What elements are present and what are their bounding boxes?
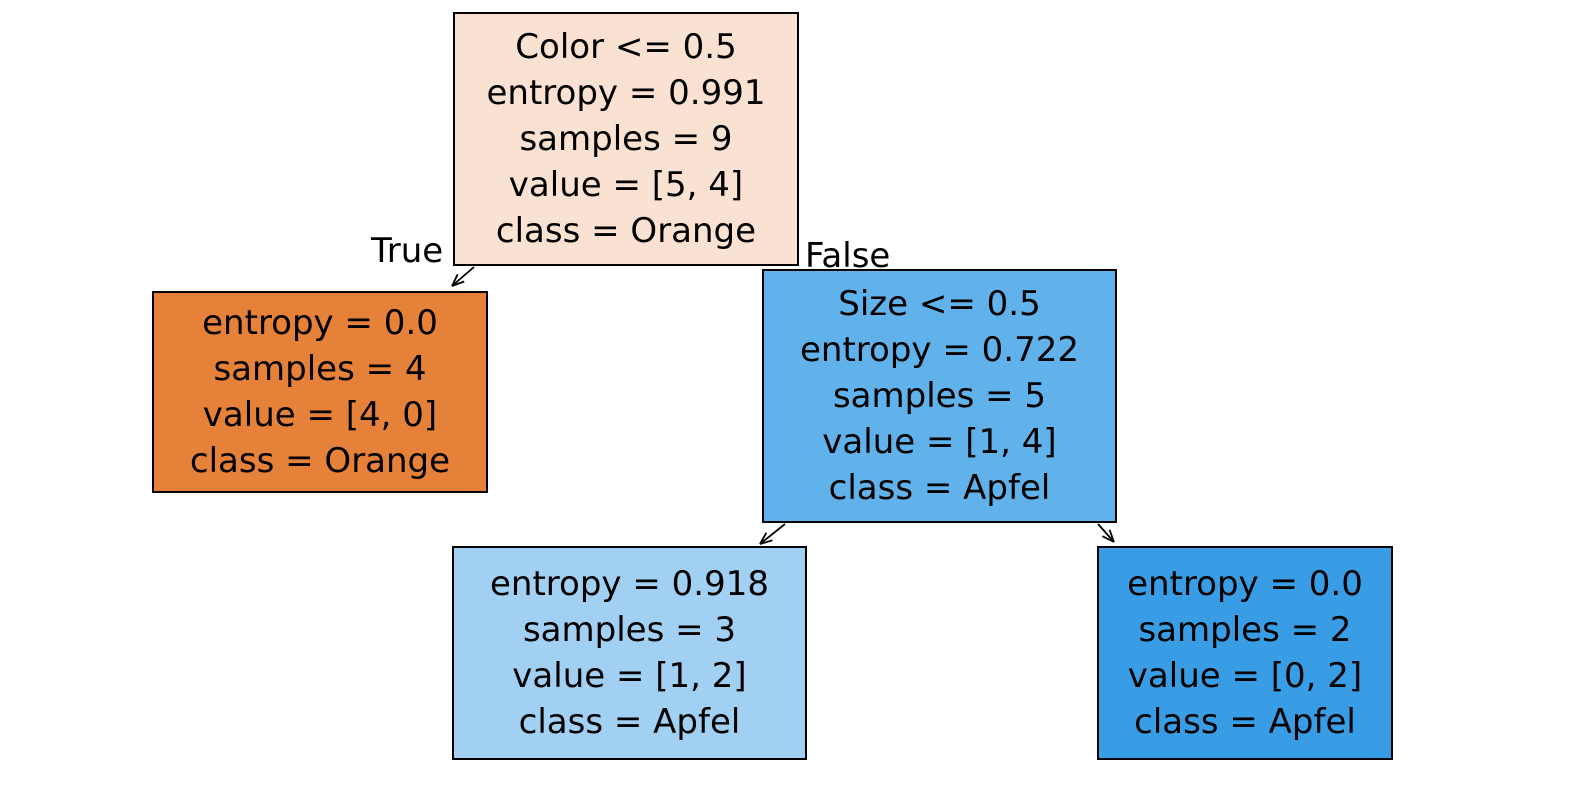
node-split-rule: Color <= 0.5 bbox=[515, 27, 737, 67]
node-samples: samples = 2 bbox=[1138, 610, 1352, 650]
node-entropy: entropy = 0.722 bbox=[800, 330, 1079, 370]
node-class: class = Orange bbox=[189, 441, 451, 481]
tree-node-root: Color <= 0.5 entropy = 0.991 samples = 9… bbox=[453, 12, 799, 266]
tree-node-right-left-leaf: entropy = 0.918 samples = 3 value = [1, … bbox=[452, 546, 807, 760]
node-samples: samples = 9 bbox=[519, 119, 733, 159]
node-value: value = [0, 2] bbox=[1127, 656, 1363, 696]
node-class: class = Apfel bbox=[1134, 702, 1356, 742]
node-samples: samples = 4 bbox=[213, 349, 427, 389]
node-samples: samples = 5 bbox=[832, 376, 1047, 416]
node-class: class = Apfel bbox=[518, 702, 741, 742]
tree-node-left-leaf: entropy = 0.0 samples = 4 value = [4, 0]… bbox=[152, 291, 488, 493]
tree-node-right: Size <= 0.5 entropy = 0.722 samples = 5 … bbox=[762, 269, 1117, 523]
tree-node-right-right-leaf: entropy = 0.0 samples = 2 value = [0, 2]… bbox=[1097, 546, 1393, 760]
node-entropy: entropy = 0.991 bbox=[486, 73, 766, 113]
node-entropy: entropy = 0.918 bbox=[490, 564, 769, 604]
edge-arrow-right-right bbox=[1097, 523, 1115, 543]
node-value: value = [5, 4] bbox=[508, 165, 744, 205]
edge-label-false: False bbox=[805, 236, 891, 276]
node-class: class = Apfel bbox=[828, 468, 1051, 508]
node-value: value = [4, 0] bbox=[202, 395, 438, 435]
node-value: value = [1, 4] bbox=[822, 422, 1057, 462]
edge-arrow-right-left bbox=[759, 523, 786, 545]
node-split-rule: Size <= 0.5 bbox=[838, 284, 1041, 324]
node-entropy: entropy = 0.0 bbox=[1127, 564, 1363, 604]
edge-label-true: True bbox=[371, 231, 444, 271]
node-samples: samples = 3 bbox=[522, 610, 737, 650]
edge-arrow-true bbox=[451, 266, 475, 287]
node-entropy: entropy = 0.0 bbox=[202, 303, 438, 343]
node-class: class = Orange bbox=[495, 211, 757, 251]
node-value: value = [1, 2] bbox=[512, 656, 747, 696]
